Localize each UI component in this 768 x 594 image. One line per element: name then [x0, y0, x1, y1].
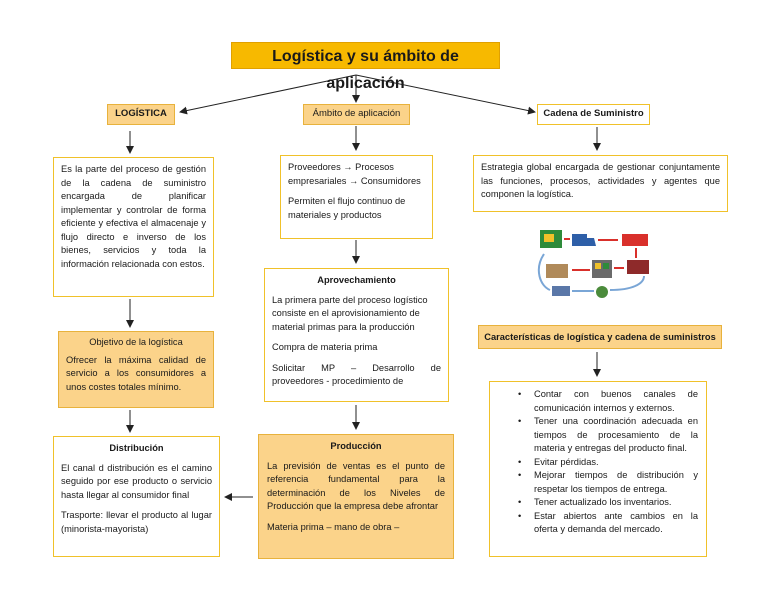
bullet-icon: • [518, 456, 522, 467]
objetivo-title: Objetivo de la logística [89, 337, 183, 347]
cadena-definition-text: Estrategia global encargada de gestionar… [481, 162, 720, 199]
diagram-title: Logística y su ámbito de aplicación [231, 42, 500, 92]
caracteristicas-heading: Características de logística y cadena de… [478, 325, 722, 349]
cadena-heading: Cadena de Suministro [537, 104, 650, 125]
ambito-flow-box: Proveedores → Procesos empresariales → C… [280, 155, 433, 239]
supply-chain-illustration [537, 230, 649, 298]
distribucion-text-1: El canal d distribución es el camino seg… [61, 462, 212, 500]
produccion-text-1: La previsión de ventas es el punto de re… [267, 460, 445, 512]
produccion-title: Producción [330, 441, 382, 451]
aprovechamiento-text-3: Solicitar MP – Desarrollo de proveedores… [272, 362, 441, 387]
ambito-flow-2: Permiten el flujo continuo de materiales… [288, 196, 406, 220]
list-item: • Tener actualizado los inventarios. [494, 496, 698, 510]
aprovechamiento-box: Aprovechamiento La primera parte del pro… [264, 268, 449, 402]
bullet-icon: • [518, 497, 522, 507]
bullet-icon: • [518, 510, 522, 521]
list-item: • Evitar pérdidas. [494, 456, 698, 470]
objetivo-box: Objetivo de la logística Ofrecer la máxi… [58, 331, 214, 408]
aprovechamiento-text-2: Compra de materia prima [272, 342, 378, 352]
caracteristicas-list-box: • Contar con buenos canales de comunicac… [489, 381, 707, 557]
aprovechamiento-title: Aprovechamiento [317, 275, 396, 285]
bullet-icon: • [518, 416, 522, 426]
produccion-text-2: Materia prima – mano de obra – [267, 521, 400, 532]
distribucion-title: Distribución [109, 443, 164, 453]
aprovechamiento-text-1: La primera parte del proceso logístico c… [272, 294, 428, 332]
list-item: • Estar abiertos ante cambios en la ofer… [518, 510, 698, 535]
logistica-definition-box: Es la parte del proceso de gestión de la… [53, 157, 214, 297]
bullet-icon: • [518, 389, 522, 399]
bullet-icon: • [518, 470, 522, 480]
produccion-box: Producción La previsión de ventas es el … [258, 434, 454, 559]
ambito-heading: Ámbito de aplicación [303, 104, 410, 125]
distribucion-box: Distribución El canal d distribución es … [53, 436, 220, 557]
logistica-definition-text: Es la parte del proceso de gestión de la… [61, 164, 206, 269]
list-item: • Mejorar tiempos de distribución y resp… [518, 470, 698, 494]
cadena-definition-box: Estrategia global encargada de gestionar… [473, 155, 728, 212]
logistica-heading: LOGÍSTICA [107, 104, 175, 125]
distribucion-text-2: Trasporte: llevar el producto al lugar (… [61, 510, 212, 534]
objetivo-text: Ofrecer la máxima calidad de servicio a … [66, 354, 206, 392]
list-item: • Tener una coordinación adecuada en tie… [518, 416, 698, 453]
list-item: • Contar con buenos canales de comunicac… [518, 389, 698, 413]
ambito-flow-1: Proveedores → Procesos empresariales → C… [288, 162, 421, 186]
